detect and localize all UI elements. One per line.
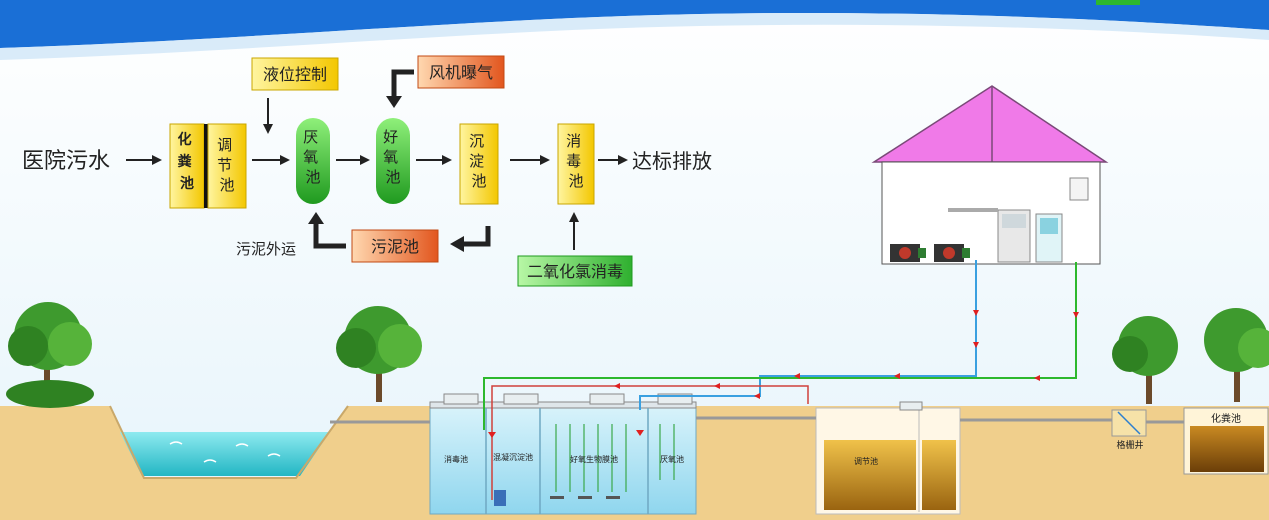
main-tank-lid <box>429 401 697 409</box>
pipe-rack <box>948 208 998 212</box>
arrow-sedimentation-to-sludge <box>462 226 491 247</box>
blower-1 <box>890 244 926 262</box>
tank-label-disinfection: 消毒池 <box>444 454 468 464</box>
sludge-removal-label: 污泥外运 <box>236 240 296 258</box>
regulating-tank-sludge-2 <box>922 440 956 510</box>
aerobic-tank-char-1: 好 <box>383 128 398 146</box>
regulating-tank-label: 调 节 池 <box>217 136 237 194</box>
aerobic-tank-char-2: 氧 <box>383 148 398 166</box>
anaerobic-tank-char-1: 厌 <box>303 128 318 146</box>
blower-2 <box>934 244 970 262</box>
tree-right-2 <box>1204 308 1269 402</box>
pond-ripples <box>169 441 281 463</box>
disinfection-tank-label: 消 毒 池 <box>566 132 586 190</box>
control-cabinet-panel <box>1002 214 1026 228</box>
sludge-tank-box <box>351 229 439 263</box>
septic-tank-label-plant: 化粪池 <box>1211 412 1241 425</box>
septic-tank-char-2: 粪 <box>178 153 192 170</box>
aerobic-tank-label: 好 氧 池 <box>383 128 403 186</box>
anaerobic-tank-char-2: 氧 <box>303 148 318 166</box>
aerobic-tank-box <box>376 118 410 204</box>
regulating-tank-char-2: 节 <box>217 156 232 174</box>
flow-source-label: 医院污水 <box>22 149 110 174</box>
aeration-diffusers <box>550 496 620 499</box>
regulating-tank-label-plant: 调节池 <box>854 456 878 466</box>
disinfection-tank-box <box>557 123 595 205</box>
anaerobic-tank-char-3: 池 <box>305 168 320 186</box>
tree-right-1 <box>1112 316 1178 404</box>
return-pipe-red <box>491 385 809 500</box>
manholes <box>443 393 693 405</box>
divider-bar <box>204 124 208 208</box>
regulating-tank-char-3: 池 <box>219 176 234 194</box>
sedimentation-tank-label: 沉 淀 池 <box>469 132 489 190</box>
blower-aeration-box <box>417 55 505 89</box>
electric-box <box>1069 177 1089 201</box>
tank-label-aerobic-biofilm: 好氧生物膜池 <box>570 454 618 464</box>
tank-label-coagulation: 混凝沉淀池 <box>493 452 533 462</box>
level-control-box <box>251 57 339 91</box>
dosing-pipe-green <box>483 262 1077 430</box>
septic-tank-char-1: 化 <box>178 131 192 148</box>
sedimentation-tank-char-3: 池 <box>471 172 486 190</box>
pond-edge <box>109 405 349 479</box>
corner-logo <box>1096 0 1140 5</box>
top-light-band <box>0 12 1269 61</box>
sedimentation-tank-char-2: 淀 <box>469 152 484 170</box>
arrow-sludge-up-head <box>308 212 324 224</box>
regulating-tank-manhole <box>899 401 923 411</box>
sludge-tank-label: 污泥池 <box>371 237 419 256</box>
pump <box>494 490 506 506</box>
blower-aeration-label: 风机曝气 <box>429 63 493 82</box>
septic-tank-box <box>169 123 205 209</box>
tree-middle <box>336 306 422 402</box>
chlorine-dioxide-label: 二氧化氯消毒 <box>527 262 623 281</box>
sedimentation-tank-char-1: 沉 <box>469 132 484 150</box>
arrow-blower-to-aerobic <box>391 69 414 96</box>
arrow-sludge-to-anaerobic <box>313 222 346 249</box>
disinfection-tank-char-2: 毒 <box>566 152 581 170</box>
top-blue-band <box>0 0 1269 48</box>
arrow-blower-head <box>386 96 402 108</box>
septic-tank-label: 化 粪 池 <box>178 131 197 192</box>
grille-well-label: 格栅井 <box>1116 439 1143 451</box>
aerobic-tank-char-3: 池 <box>385 168 400 186</box>
regulating-tank-sludge <box>824 440 916 510</box>
arrow-sludge-head <box>450 236 464 252</box>
dosing-machine-panel <box>1040 218 1058 234</box>
tree-left <box>6 302 94 408</box>
flow-arrows-red <box>488 310 1079 438</box>
biofilm-media <box>555 424 675 492</box>
pond-water <box>120 432 330 476</box>
disinfection-tank-char-3: 池 <box>568 172 583 190</box>
disinfection-tank-char-1: 消 <box>566 132 581 150</box>
chlorine-dioxide-box <box>517 255 633 287</box>
tank-dividers <box>485 408 649 514</box>
septic-tank-fill <box>1190 426 1264 472</box>
regulating-tank-box <box>207 123 247 209</box>
level-control-label: 液位控制 <box>263 65 327 84</box>
anaerobic-tank-box <box>296 118 330 204</box>
discharge-label: 达标排放 <box>632 149 712 173</box>
anaerobic-tank-label: 厌 氧 池 <box>303 128 323 186</box>
grille-bars <box>1117 411 1141 435</box>
tank-label-anaerobic: 厌氧池 <box>660 454 684 464</box>
control-house <box>871 85 1109 265</box>
septic-tank-char-3: 池 <box>180 175 194 192</box>
regulating-tank-char-1: 调 <box>217 136 232 154</box>
sedimentation-tank-box <box>459 123 499 205</box>
